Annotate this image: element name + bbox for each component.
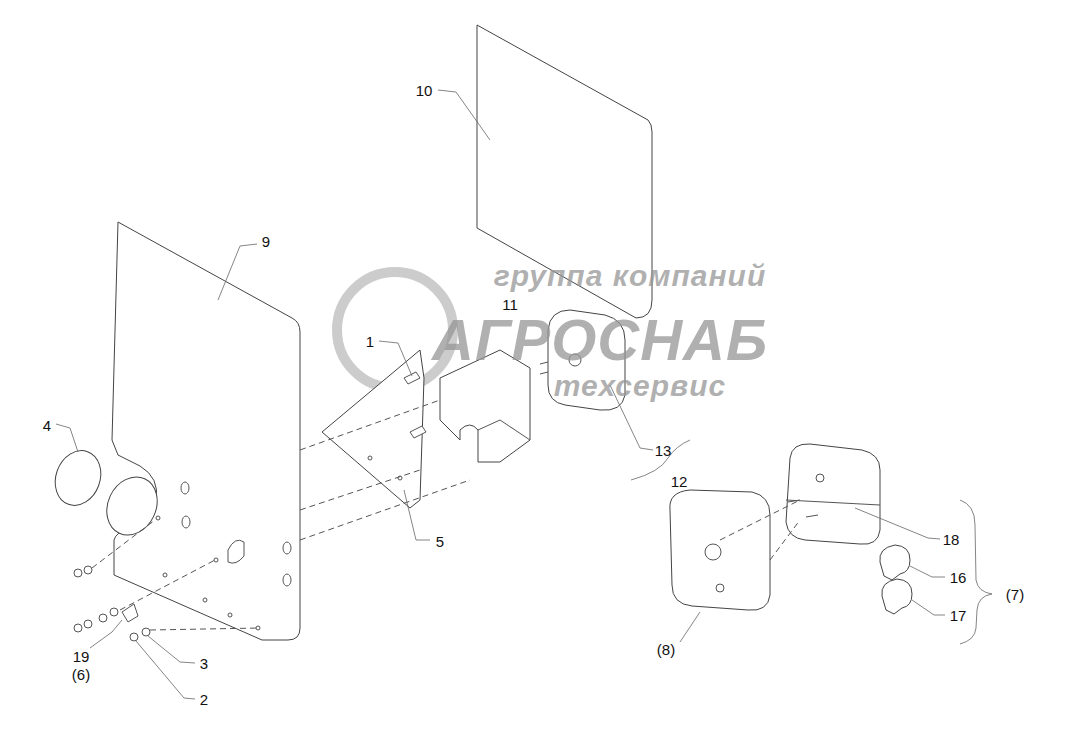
callout-number: (7) <box>1006 587 1024 602</box>
callout-number: 4 <box>43 418 51 433</box>
callout-number: 3 <box>200 656 208 671</box>
callout-number: 5 <box>436 534 444 549</box>
watermark: группа компаний <box>494 261 766 291</box>
callout-number: 12 <box>671 474 688 489</box>
callout-number: 11 <box>502 297 518 312</box>
callout-number: (6) <box>72 667 90 682</box>
watermark: техсервис <box>554 371 726 401</box>
callout-number: 1 <box>366 334 374 349</box>
lamp-body <box>786 444 880 544</box>
callout-number: (8) <box>657 642 675 657</box>
bracket <box>322 350 424 508</box>
callout-number: 16 <box>950 570 967 585</box>
callout-number: 19 <box>73 649 90 664</box>
callout-number: 13 <box>655 443 672 458</box>
watermark: АГРОСНАБ <box>432 311 768 369</box>
callout-number: 18 <box>943 532 960 547</box>
side-panel <box>112 222 300 640</box>
callout-number: 17 <box>950 608 967 623</box>
lamp-lens <box>670 490 770 610</box>
callout-number: 9 <box>262 234 270 249</box>
callout-number: 2 <box>200 692 208 707</box>
callout-number: 10 <box>416 83 433 98</box>
